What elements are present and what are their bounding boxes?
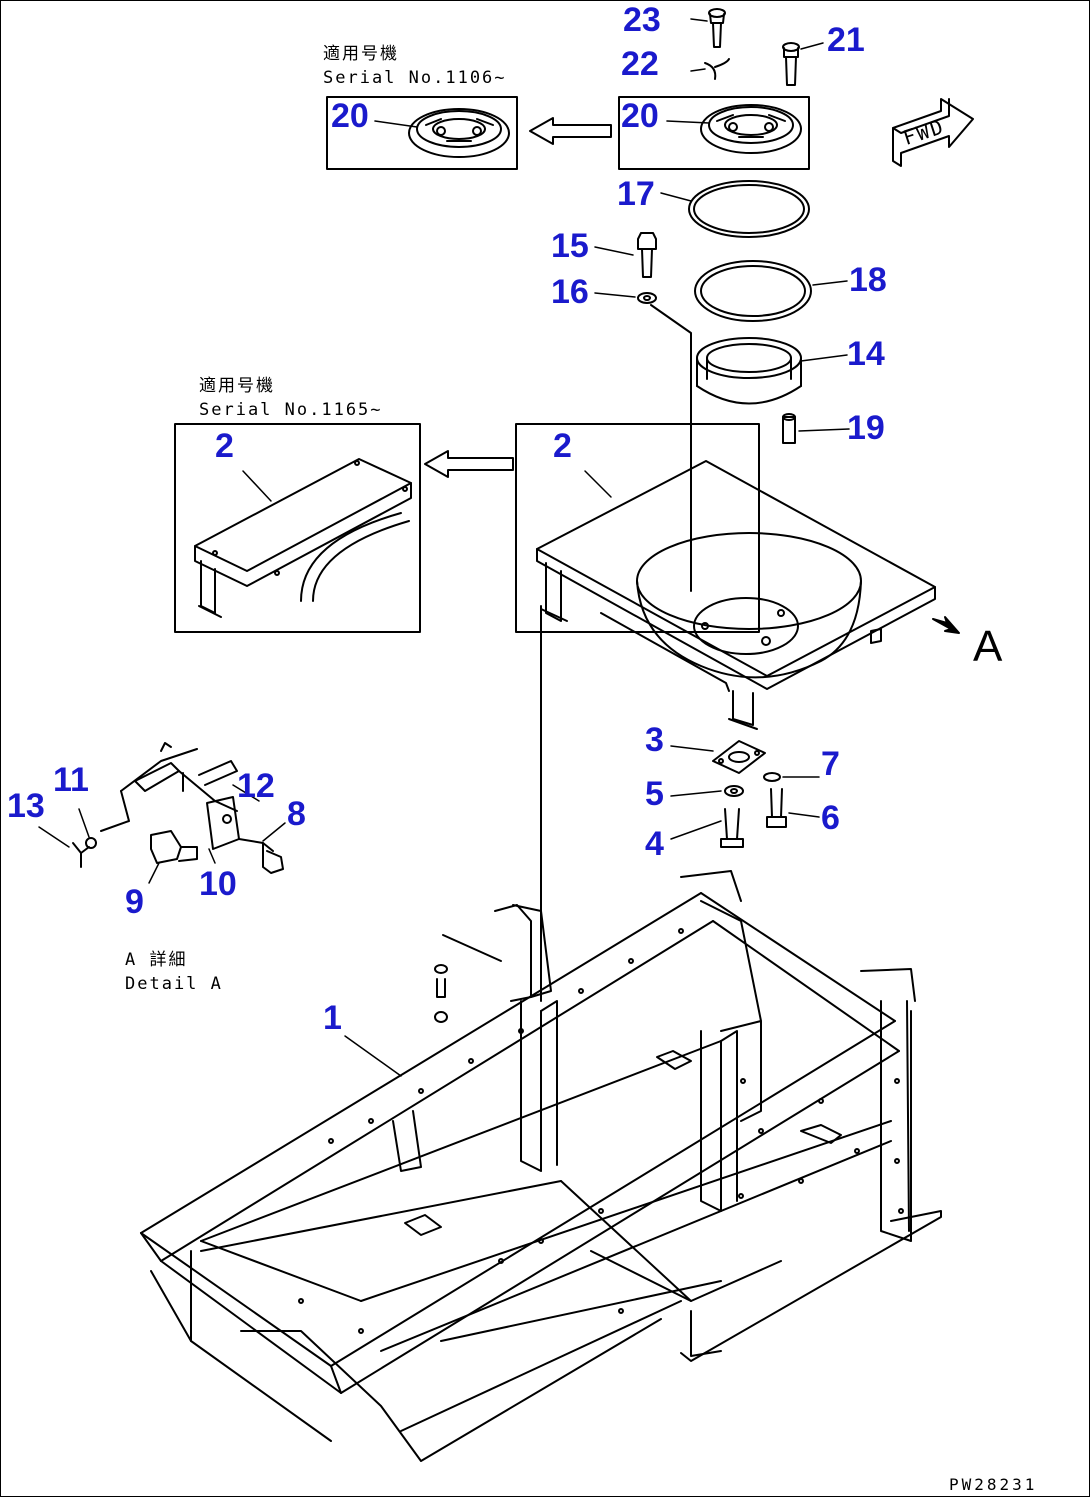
assembly-line-15: [650, 304, 692, 592]
callout-19: 19: [847, 409, 885, 447]
callout-11: 11: [53, 761, 89, 799]
inset-box-current-part20: [618, 96, 810, 170]
callout-13: 13: [7, 787, 45, 825]
callout-6: 6: [821, 799, 840, 837]
serial-note-mid-en: Serial No.1165~: [199, 400, 383, 420]
inset-box-current-part2: [515, 423, 760, 633]
fwd-arrow-icon: [892, 98, 974, 167]
callout-21: 21: [827, 21, 865, 59]
callout-4: 4: [645, 825, 664, 863]
part20-cover: [700, 104, 802, 154]
view-a-label: A: [973, 622, 1003, 671]
part1-main-frame: [140, 870, 942, 1462]
detail-a-note-en: Detail A: [125, 974, 223, 994]
part15-bolt: [637, 232, 657, 278]
drawing-code: PW28231: [949, 1475, 1038, 1494]
arrow-left-hollow-top: [529, 117, 612, 145]
serial-note-mid-jp: 適用号機: [199, 376, 275, 396]
callout-8: 8: [287, 795, 306, 833]
frame-bolt-small: [434, 934, 502, 1023]
arrow-left-hollow-mid: [424, 450, 514, 478]
part6-bolt: [766, 788, 787, 828]
callout-9: 9: [125, 883, 144, 921]
callout-23: 23: [623, 1, 661, 39]
callout-1: 1: [323, 999, 342, 1037]
callout-7: 7: [821, 745, 840, 783]
detail-a-assembly: [72, 742, 284, 874]
callout-18: 18: [849, 261, 887, 299]
callout-3: 3: [645, 721, 664, 759]
part2-floor-frame: [536, 460, 936, 730]
callout-5: 5: [645, 775, 664, 813]
callout-2-alt: 2: [215, 427, 234, 465]
callout-16: 16: [551, 273, 589, 311]
part3-plate: [712, 740, 766, 774]
callout-20-alt: 20: [331, 97, 369, 135]
part4-bolt: [720, 808, 744, 848]
part21-bolt: [782, 42, 800, 86]
callout-14: 14: [847, 335, 885, 373]
callout-2: 2: [553, 427, 572, 465]
part16-washer: [637, 292, 657, 304]
part7-washer: [763, 772, 781, 782]
detail-a-note-jp: A 詳細: [125, 950, 188, 970]
callout-15: 15: [551, 227, 589, 265]
part23-bolt: [708, 8, 726, 48]
callout-12: 12: [237, 767, 275, 805]
serial-note-top-jp: 適用号機: [323, 44, 399, 64]
callout-10: 10: [199, 865, 237, 903]
leader-lines: [38, 18, 850, 1077]
inset-box-serial-1165: [174, 423, 421, 633]
part14-ring-gear: [696, 337, 802, 405]
callout-20: 20: [621, 97, 659, 135]
part18-ring: [694, 260, 812, 322]
callout-17: 17: [617, 175, 655, 213]
part20-cover-alt: [408, 108, 510, 158]
part22-clip: [704, 58, 730, 80]
inset-box-serial-1106: [326, 96, 518, 170]
callout-22: 22: [621, 45, 659, 83]
part17-ring: [688, 180, 810, 238]
part19-pin: [782, 413, 796, 444]
view-a-arrow-icon: [932, 616, 960, 634]
part5-washer: [724, 785, 744, 797]
part2-frame-alt: [194, 458, 412, 618]
serial-note-top-en: Serial No.1106~: [323, 68, 507, 88]
